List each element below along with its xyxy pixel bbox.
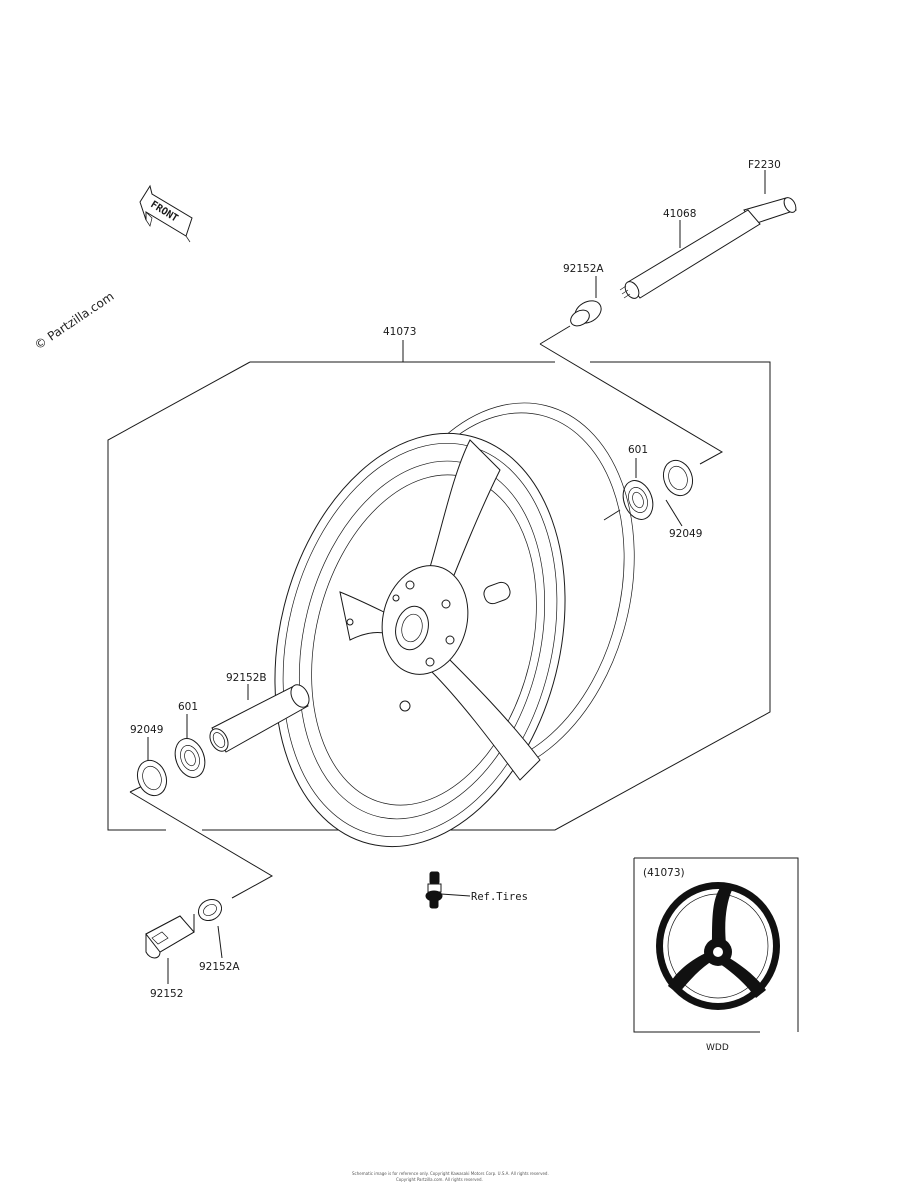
part-label-92049-left: 92049 bbox=[130, 724, 163, 736]
bearing-left bbox=[174, 714, 206, 778]
wheel bbox=[274, 402, 635, 848]
inset-label: (41073) bbox=[643, 867, 685, 879]
part-label-92152a-top: 92152A bbox=[563, 263, 604, 275]
part-label-41068: 41068 bbox=[663, 208, 696, 220]
watermark: © Partzilla.com bbox=[32, 289, 117, 352]
part-label-92152b: 92152B bbox=[226, 672, 267, 684]
inset-caption: WDD bbox=[706, 1043, 729, 1053]
collar-bottom bbox=[197, 898, 223, 959]
footer-line-1: Schematic image is for reference only. C… bbox=[352, 1171, 549, 1176]
spacer-bottom bbox=[145, 914, 195, 984]
part-label-f2230: F2230 bbox=[748, 159, 781, 171]
part-label-92152: 92152 bbox=[150, 988, 183, 1000]
part-label-92049-right: 92049 bbox=[669, 528, 702, 540]
part-label-601-left: 601 bbox=[178, 701, 198, 713]
axle bbox=[619, 170, 797, 299]
front-arrow-icon: FRONT bbox=[139, 184, 193, 243]
seal-left bbox=[136, 737, 168, 797]
collar-top bbox=[570, 276, 602, 327]
valve-stem-icon bbox=[425, 871, 471, 909]
footer-line-2: Copyright Partzilla.com. All rights rese… bbox=[396, 1177, 483, 1182]
part-label-92152a-bottom: 92152A bbox=[199, 961, 240, 973]
bearing-right bbox=[622, 458, 654, 520]
part-label-ref-tires: Ref.Tires bbox=[471, 891, 528, 903]
part-label-41073: 41073 bbox=[383, 326, 416, 338]
seal-right bbox=[662, 459, 694, 527]
collar-left bbox=[209, 684, 310, 753]
part-label-601-right: 601 bbox=[628, 444, 648, 456]
inset-box bbox=[633, 857, 799, 1033]
